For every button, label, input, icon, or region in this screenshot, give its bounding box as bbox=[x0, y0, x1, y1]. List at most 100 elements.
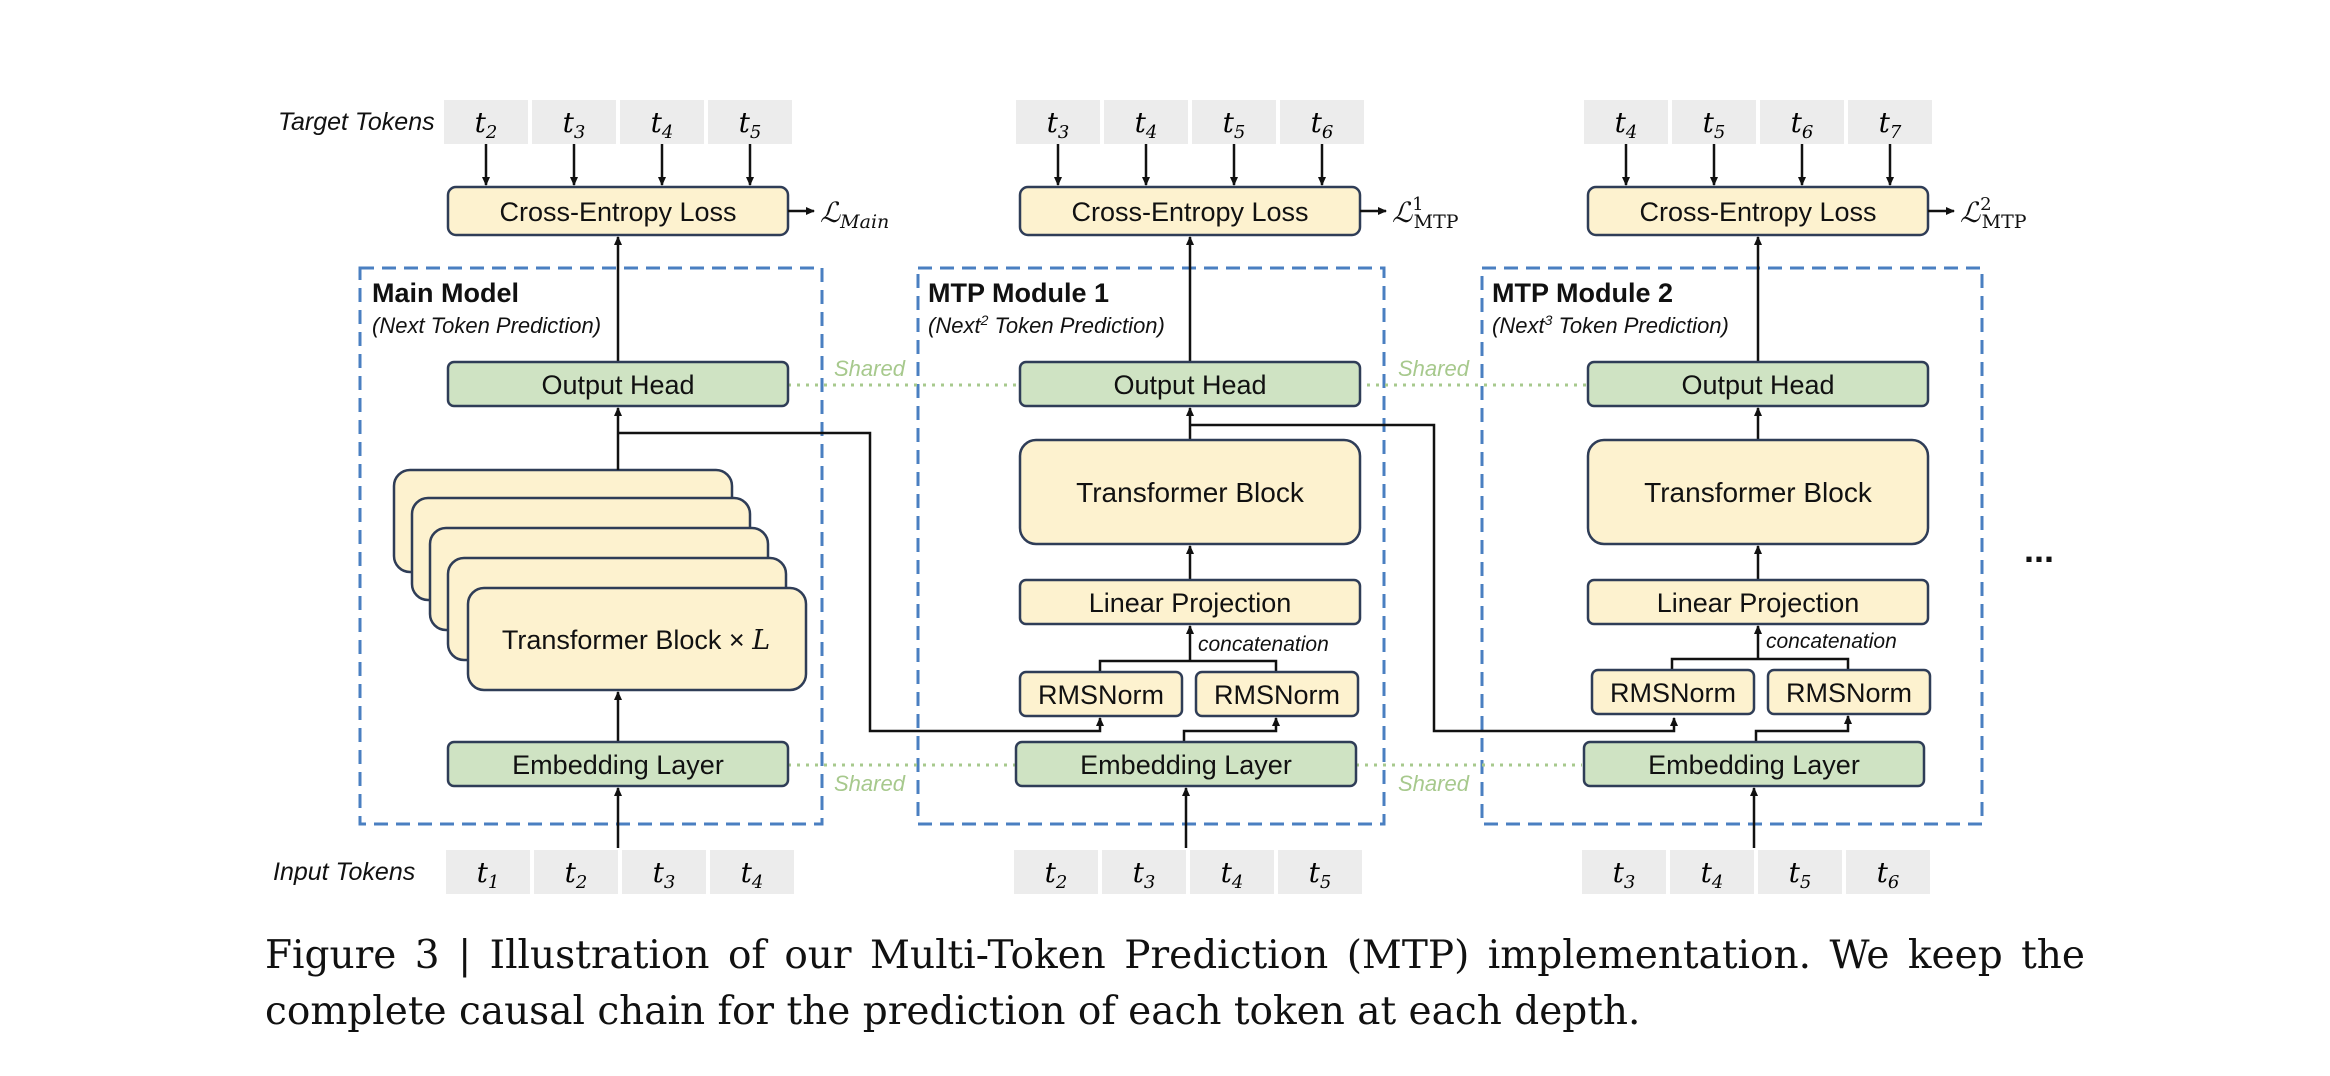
token-cell bbox=[1104, 100, 1188, 144]
mtp2-transformer-block bbox=[1586, 438, 1930, 546]
token-cell bbox=[1280, 100, 1364, 144]
token: t4 bbox=[1135, 106, 1158, 143]
token: t2 bbox=[1045, 856, 1068, 893]
mtp1-loss-label: Cross-Entropy Loss bbox=[1071, 197, 1308, 227]
shared-label: Shared bbox=[834, 771, 906, 796]
mtp1-embed-to-rmsnorm bbox=[1182, 717, 1280, 742]
mtp1-linear-projection bbox=[1018, 578, 1362, 626]
mtp2-input-tokens: t3 t4 t5 t6 bbox=[1582, 850, 1930, 894]
mtp2-subtitle: (Next3 Token Prediction) bbox=[1492, 312, 1729, 338]
main-transformer-label: Transformer Block × L bbox=[502, 625, 770, 656]
token: t6 bbox=[1311, 106, 1334, 143]
token: t2 bbox=[565, 856, 588, 893]
main-embedding-layer bbox=[446, 740, 790, 788]
token-cell bbox=[620, 100, 704, 144]
token-cell bbox=[710, 850, 794, 894]
mtp2-loss-label: Cross-Entropy Loss bbox=[1639, 197, 1876, 227]
token-cell bbox=[622, 850, 706, 894]
shared-label: Shared bbox=[1398, 771, 1470, 796]
token-cell bbox=[1192, 100, 1276, 144]
main-loss-symbol: ℒMain bbox=[820, 196, 889, 233]
token: t5 bbox=[1223, 106, 1246, 143]
token: t3 bbox=[653, 856, 676, 893]
input-tokens-label: Input Tokens bbox=[273, 858, 415, 886]
mtp2-frame bbox=[1480, 266, 1984, 826]
token: t4 bbox=[1221, 856, 1244, 893]
token: t6 bbox=[1877, 856, 1900, 893]
token-cell bbox=[446, 850, 530, 894]
mtp2-linear-projection bbox=[1586, 578, 1930, 626]
mtp2-projection-label: Linear Projection bbox=[1657, 588, 1860, 618]
main-model-frame bbox=[358, 266, 824, 826]
mtp1-rmsnorm-right-label: RMSNorm bbox=[1214, 680, 1340, 710]
token-cell bbox=[1672, 100, 1756, 144]
token-cell bbox=[1102, 850, 1186, 894]
token-cell bbox=[534, 850, 618, 894]
figure-caption: Figure 3 | Illustration of our Multi-Tok… bbox=[265, 933, 2085, 1034]
token: t3 bbox=[1047, 106, 1070, 143]
mtp1-frame bbox=[916, 266, 1386, 826]
mtp1-target-tokens: t3 t4 t5 t6 bbox=[1016, 100, 1364, 144]
mtp1-projection-label: Linear Projection bbox=[1089, 588, 1292, 618]
mtp2-rmsnorm-left-label: RMSNorm bbox=[1610, 678, 1736, 708]
main-model-title: Main Model bbox=[372, 278, 519, 308]
mtp1-transformer-block bbox=[1018, 438, 1362, 546]
token: t6 bbox=[1791, 106, 1814, 143]
token-cell bbox=[1014, 850, 1098, 894]
token: t5 bbox=[1309, 856, 1332, 893]
mtp2-rmsnorm-right-label: RMSNorm bbox=[1786, 678, 1912, 708]
mtp1-embedding-layer bbox=[1014, 740, 1358, 788]
mtp2-concat-bracket bbox=[1670, 657, 1850, 670]
shared-label: Shared bbox=[1398, 356, 1470, 381]
mtp1-concat-label: concatenation bbox=[1198, 633, 1329, 656]
token: t4 bbox=[651, 106, 674, 143]
token: t5 bbox=[1789, 856, 1812, 893]
mtp1-input-tokens: t2 t3 t4 t5 bbox=[1014, 850, 1362, 894]
mtp2-output-head-label: Output Head bbox=[1681, 370, 1834, 400]
token-cell bbox=[1758, 850, 1842, 894]
main-input-tokens: t1 t2 t3 t4 bbox=[446, 850, 794, 894]
token-cell bbox=[1670, 850, 1754, 894]
token: t4 bbox=[741, 856, 764, 893]
token: t3 bbox=[563, 106, 586, 143]
token: t4 bbox=[1701, 856, 1724, 893]
mtp1-transformer-label: Transformer Block bbox=[1076, 477, 1305, 508]
transformer-layer bbox=[466, 586, 808, 692]
token-cell bbox=[1190, 850, 1274, 894]
token-cell bbox=[444, 100, 528, 144]
token-cell bbox=[1278, 850, 1362, 894]
mtp2-transformer-label: Transformer Block bbox=[1644, 477, 1873, 508]
main-to-mtp1-connection bbox=[618, 431, 1104, 733]
main-target-tokens: t2 t3 t4 t5 bbox=[444, 100, 792, 144]
mtp1-rmsnorm-left bbox=[1018, 670, 1184, 718]
main-model-subtitle: (Next Token Prediction) bbox=[372, 313, 601, 338]
token-cell bbox=[1582, 850, 1666, 894]
token: t3 bbox=[1133, 856, 1156, 893]
main-output-head bbox=[446, 360, 790, 408]
token-cell bbox=[1584, 100, 1668, 144]
token-cell bbox=[1760, 100, 1844, 144]
mtp2-rmsnorm-right bbox=[1766, 668, 1932, 716]
token: t3 bbox=[1613, 856, 1636, 893]
token: t2 bbox=[475, 106, 498, 143]
mtp1-concat-bracket bbox=[1098, 659, 1278, 672]
main-output-head-label: Output Head bbox=[541, 370, 694, 400]
token-cell bbox=[1016, 100, 1100, 144]
token: t5 bbox=[739, 106, 762, 143]
mtp2-target-tokens: t4 t5 t6 t7 bbox=[1584, 100, 1932, 144]
target-tokens-label: Target Tokens bbox=[278, 108, 435, 136]
mtp1-output-head bbox=[1018, 360, 1362, 408]
main-transformer-stack: Transformer Block × L bbox=[392, 468, 808, 692]
token: t7 bbox=[1879, 106, 1902, 143]
mtp2-rmsnorm-left bbox=[1590, 668, 1756, 716]
mtp1-to-mtp2-connection bbox=[1190, 423, 1678, 733]
mtp1-rmsnorm-left-label: RMSNorm bbox=[1038, 680, 1164, 710]
mtp2-embed-to-rmsnorm bbox=[1754, 715, 1852, 742]
main-loss-label: Cross-Entropy Loss bbox=[499, 197, 736, 227]
token: t1 bbox=[477, 856, 500, 893]
token-cell bbox=[708, 100, 792, 144]
mtp1-rmsnorm-right bbox=[1194, 670, 1360, 718]
mtp1-title: MTP Module 1 bbox=[928, 278, 1109, 308]
